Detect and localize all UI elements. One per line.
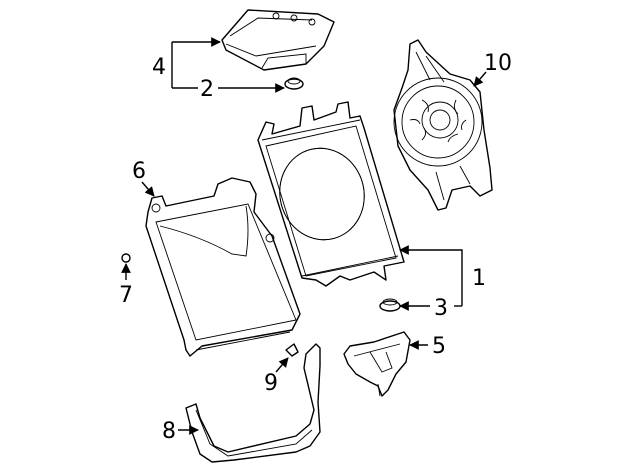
callout-7: 7 — [119, 283, 133, 308]
bushing-part — [379, 298, 401, 312]
push-pin-part — [285, 343, 299, 357]
radiator-part — [257, 101, 405, 287]
callout-3: 3 — [434, 296, 448, 321]
callout-6: 6 — [132, 159, 146, 184]
air-deflector-part — [221, 9, 335, 71]
lower-support-part — [185, 343, 321, 463]
callout-5: 5 — [432, 334, 446, 359]
callout-10: 10 — [484, 51, 512, 76]
clip-part — [121, 253, 131, 263]
grommet-part — [284, 77, 304, 90]
leader-4 — [171, 42, 220, 88]
leader-6 — [141, 181, 155, 197]
fan-assembly-part — [393, 39, 493, 211]
leader-1 — [399, 245, 463, 274]
side-shroud-part — [145, 177, 301, 357]
bracket-part — [343, 331, 411, 397]
callout-8: 8 — [162, 419, 176, 444]
callout-2: 2 — [200, 77, 214, 102]
callout-4: 4 — [152, 55, 166, 80]
callout-1: 1 — [472, 266, 486, 291]
leader-10 — [473, 71, 487, 87]
leader-lines — [121, 42, 487, 435]
callout-9: 9 — [264, 371, 278, 396]
leader-9 — [275, 357, 289, 373]
